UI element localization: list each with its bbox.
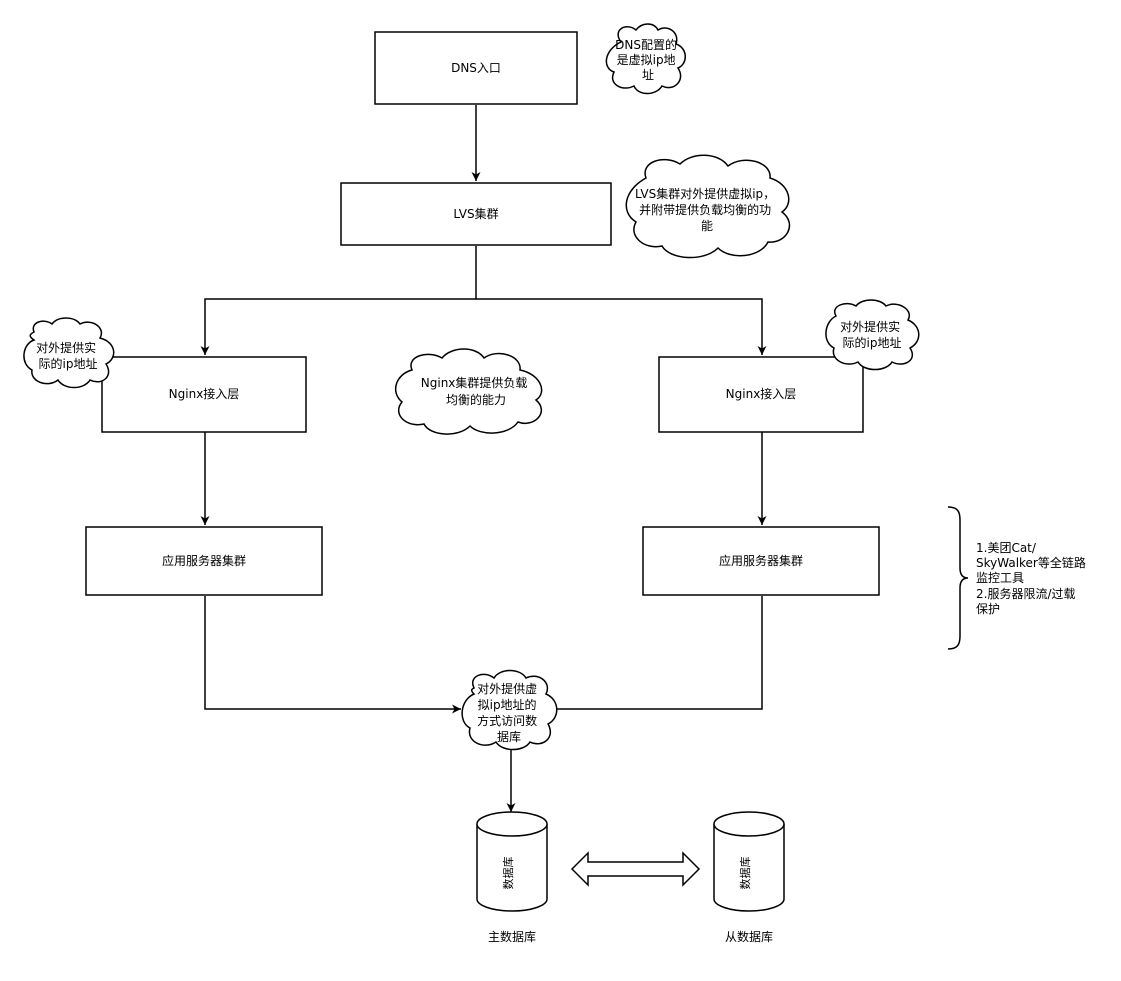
svg-text:对外提供实 际的ip地址: 对外提供实 际的ip地址 <box>840 319 904 350</box>
nginx-right-note-line-2: 际的ip地址 <box>843 335 902 350</box>
app-left-label: 应用服务器集群 <box>162 553 246 568</box>
db-access-note-line-3: 方式访问数 <box>477 713 537 728</box>
db-replication-double-arrow <box>570 851 701 887</box>
dns-box[interactable]: DNS入口 <box>374 31 578 105</box>
dns-label: DNS入口 <box>451 61 501 75</box>
nginx-right-label: Nginx接入层 <box>726 386 797 401</box>
edge-lvs-nginx-right <box>476 298 767 355</box>
dns-note-line-2: 是虚拟ip地 <box>617 53 676 67</box>
db-master-inner-label: 数据库 <box>501 857 515 890</box>
monitor-brace <box>947 506 969 650</box>
nginx-right-box[interactable]: Nginx接入层 <box>658 356 864 433</box>
dns-note-cloud: DNS配置的 是虚拟ip地 址 <box>605 23 686 95</box>
nginx-right-note-cloud: 对外提供实 际的ip地址 <box>825 299 920 371</box>
db-access-note-line-4: 据库 <box>497 729 521 744</box>
nginx-mid-note-line-2: 均衡的能力 <box>446 392 506 407</box>
nginx-mid-note-line-1: Nginx集群提供负载 <box>421 375 528 390</box>
edge-lvs-nginx-left <box>200 246 477 355</box>
dns-note-line-3: 址 <box>642 68 654 82</box>
monitor-note-line-4: 2.服务器限流/过载 <box>976 586 1076 601</box>
connectors <box>200 105 767 812</box>
app-right-label: 应用服务器集群 <box>719 553 803 568</box>
monitor-note-line-3: 监控工具 <box>976 571 1024 585</box>
monitor-note-line-2: SkyWalker等全链路 <box>976 555 1086 570</box>
edge-app-right-db <box>546 596 763 714</box>
nginx-left-note-line-1: 对外提供实 <box>36 340 96 355</box>
nginx-mid-note-cloud: Nginx集群提供负载 均衡的能力 <box>394 348 543 435</box>
lvs-label: LVS集群 <box>453 206 498 221</box>
db-master-cylinder[interactable]: 数据库 <box>476 811 548 912</box>
db-slave-inner-label: 数据库 <box>738 857 752 890</box>
dns-note-line-1: DNS配置的 <box>615 37 677 52</box>
svg-text:对外提供虚 拟ip地址的 方式访问数: 对外提供虚 拟ip地址的 方式访问数 据库 <box>477 681 541 744</box>
db-access-note-cloud: 对外提供虚 拟ip地址的 方式访问数 据库 <box>461 669 558 751</box>
monitor-note-line-5: 保护 <box>976 602 1000 616</box>
svg-text:对外提供实 际的ip地址: 对外提供实 际的ip地址 <box>36 340 100 371</box>
db-access-note-line-2: 拟ip地址的 <box>478 697 537 712</box>
db-slave-caption: 从数据库 <box>725 929 773 944</box>
nginx-left-box[interactable]: Nginx接入层 <box>101 356 307 433</box>
nginx-left-note-line-2: 际的ip地址 <box>39 356 98 371</box>
lvs-note-line-2: 并附带提供负载均衡的功 <box>639 202 771 217</box>
lvs-note-line-1: LVS集群对外提供虚拟ip， <box>635 186 775 201</box>
nginx-right-note-line-1: 对外提供实 <box>840 319 900 334</box>
svg-text:Nginx集群提供负载 均衡的能力: Nginx集群提供负载 均衡的能力 <box>421 375 531 407</box>
db-access-note-line-1: 对外提供虚 <box>477 681 537 696</box>
edge-app-left-db <box>204 596 461 714</box>
app-left-box[interactable]: 应用服务器集群 <box>85 526 323 596</box>
nginx-left-note-cloud: 对外提供实 际的ip地址 <box>23 317 115 389</box>
db-master-caption: 主数据库 <box>488 929 536 944</box>
lvs-note-line-3: 能 <box>701 219 713 233</box>
monitor-note-line-1: 1.美团Cat/ <box>976 541 1037 555</box>
svg-text:DNS配置的 是虚拟ip地 址: DNS配置的 是虚拟ip地 址 <box>615 37 681 82</box>
db-slave-cylinder[interactable]: 数据库 <box>713 811 785 912</box>
svg-text:1.美团Cat/ SkyWalker等全链路: 1.美团Cat/ SkyWalker等全链路 监控工具 2.服务器限流/过载 保… <box>976 541 1090 616</box>
lvs-box[interactable]: LVS集群 <box>340 182 612 246</box>
lvs-note-cloud: LVS集群对外提供虚拟ip， 并附带提供负载均衡的功 能 <box>625 154 791 259</box>
svg-text:LVS集群对外提供虚拟ip， 并附带提供负载均衡: LVS集群对外提供虚拟ip， 并附带提供负载均衡的功 能 <box>635 186 779 233</box>
nginx-left-label: Nginx接入层 <box>169 386 240 401</box>
app-right-box[interactable]: 应用服务器集群 <box>642 526 880 596</box>
